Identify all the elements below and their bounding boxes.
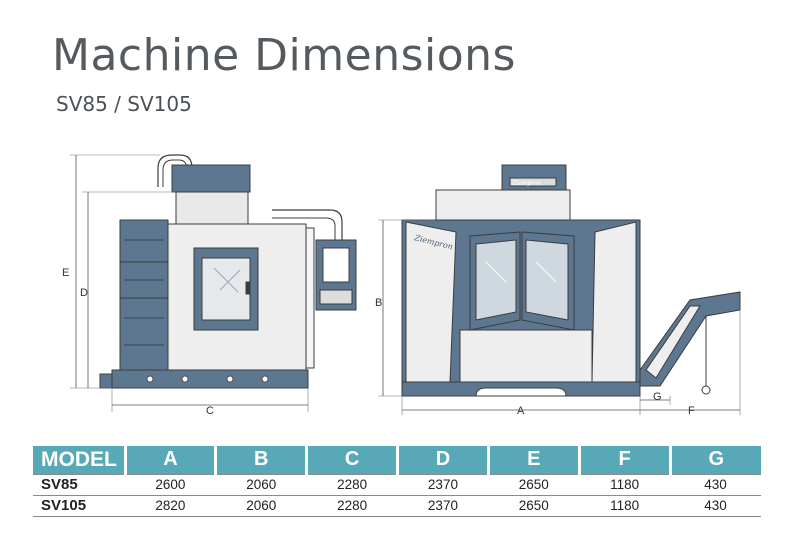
logo-text-top: Ziempron <box>511 180 542 187</box>
dim-label-f: F <box>688 405 695 417</box>
header-c: C <box>306 446 400 474</box>
cell-f: 1180 <box>579 473 671 496</box>
header-model: MODEL <box>33 446 127 474</box>
cell-g: 430 <box>670 495 761 517</box>
dim-label-e: E <box>62 267 69 279</box>
cell-d: 2370 <box>397 495 489 517</box>
cell-d: 2370 <box>397 473 489 496</box>
cell-g: 430 <box>670 473 761 496</box>
cell-c: 2280 <box>306 495 398 517</box>
header-a: A <box>125 446 218 474</box>
header-e: E <box>488 446 581 474</box>
page-subtitle: SV85 / SV105 <box>56 92 192 116</box>
cell-e: 2650 <box>488 473 580 496</box>
cell-b: 2060 <box>215 473 307 496</box>
cell-model: SV85 <box>33 473 125 496</box>
dim-label-c: C <box>206 405 214 417</box>
header-f: F <box>579 446 672 474</box>
cell-a: 2600 <box>125 473 216 496</box>
machine-drawing: Ziempron Ziempron E D C B A G F <box>62 154 741 417</box>
header-d: D <box>397 446 490 474</box>
cell-c: 2280 <box>306 473 398 496</box>
header-b: B <box>215 446 309 474</box>
dim-label-d: D <box>80 287 88 299</box>
table-header-row: MODEL A B C D E F G <box>33 446 761 474</box>
cell-e: 2650 <box>488 495 580 517</box>
cell-model: SV105 <box>33 495 125 517</box>
table-row: SV105 2820 2060 2280 2370 2650 1180 430 <box>33 495 761 517</box>
dim-label-g: G <box>653 391 662 403</box>
dim-label-a: A <box>517 405 525 417</box>
dimensions-table: MODEL A B C D E F G SV85 2600 2060 2280 … <box>33 446 761 517</box>
cell-f: 1180 <box>579 495 671 517</box>
table-row: SV85 2600 2060 2280 2370 2650 1180 430 <box>33 473 761 496</box>
page-title: Machine Dimensions <box>52 30 516 81</box>
cell-a: 2820 <box>125 495 216 517</box>
header-g: G <box>670 446 761 474</box>
dim-label-b: B <box>375 297 382 309</box>
cell-b: 2060 <box>215 495 307 517</box>
